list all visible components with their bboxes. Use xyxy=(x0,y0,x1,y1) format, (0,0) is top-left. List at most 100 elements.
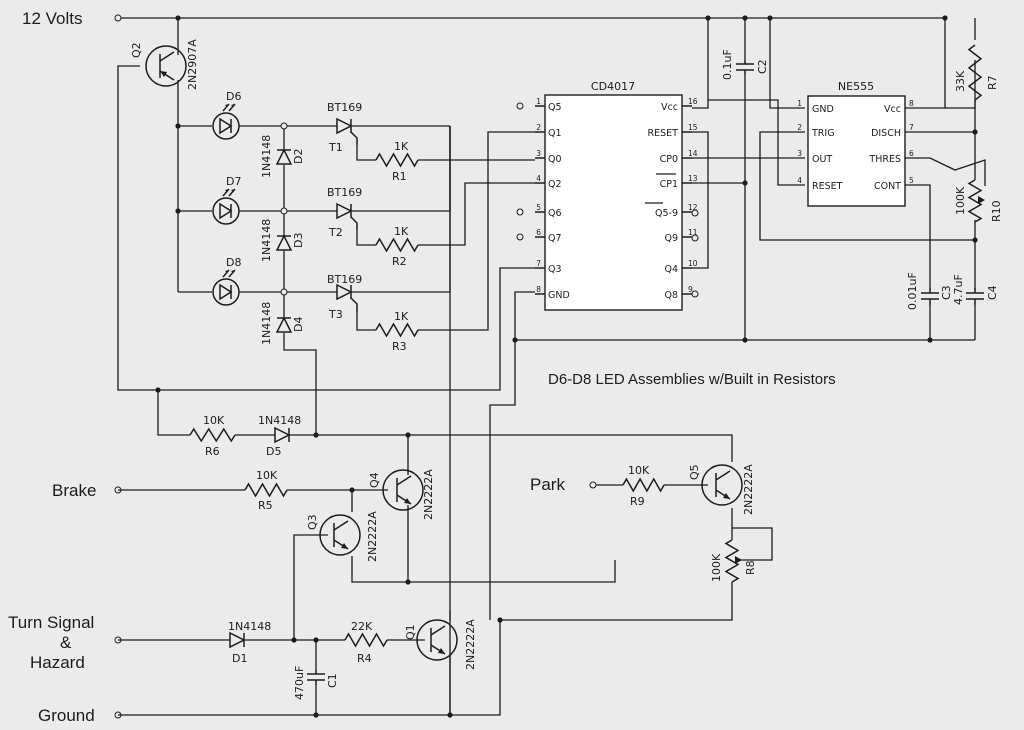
wire-q2-base-q3 xyxy=(117,65,535,391)
ic-ne555-name: NE555 xyxy=(838,80,874,93)
ne555-pin-number: 6 xyxy=(909,149,914,158)
val-t1: BT169 xyxy=(327,101,362,114)
val-q1: 2N2222A xyxy=(464,619,477,670)
ref-d5: D5 xyxy=(266,445,281,458)
wire-t1-gate xyxy=(356,145,376,161)
ref-q1: Q1 xyxy=(404,624,417,640)
scr-t2 xyxy=(336,202,358,230)
label-hazard: Hazard xyxy=(30,653,85,672)
wire-ground xyxy=(118,619,615,716)
val-r5: 10K xyxy=(256,469,278,482)
ref-c2: C2 xyxy=(756,59,769,74)
ref-r9: R9 xyxy=(630,495,645,508)
ne555-pin-name: DISCH xyxy=(871,128,901,139)
r10-wiper-arrow xyxy=(978,196,985,204)
wire-emitters-bus xyxy=(351,556,616,583)
label-and: & xyxy=(60,633,72,652)
junction-dot xyxy=(942,15,948,21)
terminal-node xyxy=(280,207,288,215)
val-t2: BT169 xyxy=(327,186,362,199)
cd4017-pin-number: 11 xyxy=(688,228,698,237)
val-c1: 470uF xyxy=(293,666,306,700)
resistor-r5 xyxy=(244,482,288,498)
val-r8: 100K xyxy=(710,553,723,582)
cd4017-pin-name: Q0 xyxy=(548,154,562,165)
labels: CD4017Q51Q12Q03Q24Q65Q76Q37GND8Vcc16RESE… xyxy=(8,9,1003,725)
terminal-unused xyxy=(516,102,524,110)
terminal-unused xyxy=(516,208,524,216)
ne555-pin-name: CONT xyxy=(874,181,901,192)
val-r1: 1K xyxy=(394,140,409,153)
cd4017-pin-name: Q2 xyxy=(548,179,562,190)
capacitor-c3 xyxy=(921,288,939,305)
diode-d5 xyxy=(274,426,291,444)
ne555-pin-number: 7 xyxy=(909,123,914,132)
resistor-r9 xyxy=(622,477,665,493)
wire-4017-reset-q4 xyxy=(692,131,709,269)
ref-r8: R8 xyxy=(744,560,757,575)
transistor-q2 xyxy=(145,45,187,87)
ref-d3: D3 xyxy=(292,233,305,248)
cd4017-pin-number: 14 xyxy=(688,149,698,158)
junction-dot xyxy=(972,237,978,243)
terminal-unused xyxy=(691,209,699,217)
cd4017-pin-number: 10 xyxy=(688,259,698,268)
val-c4: 4.7uF xyxy=(952,274,965,305)
cd4017-pin-number: 4 xyxy=(536,174,541,183)
cd4017-pin-name: Vcc xyxy=(661,102,678,113)
capacitor-c1 xyxy=(307,670,325,685)
ref-d6: D6 xyxy=(226,90,241,103)
terminal-unused xyxy=(516,233,524,241)
val-r2: 1K xyxy=(394,225,409,238)
wire-q3-base xyxy=(293,534,328,640)
cd4017-pin-number: 8 xyxy=(536,285,541,294)
ne555-pin-number: 2 xyxy=(797,123,802,132)
val-q2: 2N2907A xyxy=(186,39,199,90)
potentiometer-r8 xyxy=(724,539,740,583)
ref-c1: C1 xyxy=(326,673,339,688)
val-d2: 1N4148 xyxy=(260,135,273,178)
cd4017-pin-number: 12 xyxy=(688,203,698,212)
val-c2: 0.1uF xyxy=(721,49,734,80)
wire-r10-wiper xyxy=(905,157,986,186)
ref-c3: C3 xyxy=(940,285,953,300)
ne555-pin-name: TRIG xyxy=(811,128,835,139)
ref-d2: D2 xyxy=(292,149,305,164)
cd4017-pin-name: Q7 xyxy=(548,233,562,244)
val-r3: 1K xyxy=(394,310,409,323)
cd4017-pin-number: 9 xyxy=(688,285,693,294)
wires xyxy=(114,14,986,719)
resistor-r6 xyxy=(189,427,236,443)
r8-wiper-arrow xyxy=(735,556,742,564)
led-d7 xyxy=(212,188,240,225)
wire-q5-collector xyxy=(408,434,733,462)
ne555-pin-number: 3 xyxy=(797,149,802,158)
cd4017-pin-number: 5 xyxy=(536,203,541,212)
junction-dot xyxy=(291,637,297,643)
ne555-pin-name: GND xyxy=(812,104,834,115)
transistor-q5 xyxy=(701,464,743,506)
val-q4: 2N2222A xyxy=(422,469,435,520)
cd4017-pin-name: Q5 xyxy=(548,102,562,113)
scr-t3 xyxy=(336,283,358,312)
terminal-node xyxy=(280,288,288,296)
wire-555-reset xyxy=(708,99,805,186)
junction-dot xyxy=(972,129,978,135)
val-c3: 0.01uF xyxy=(906,272,919,310)
wire-r6-left xyxy=(157,390,190,436)
wire-t3-gate xyxy=(356,312,376,331)
label-park: Park xyxy=(530,475,565,494)
transistor-q4 xyxy=(382,469,424,511)
transistor-q1 xyxy=(416,619,458,661)
cd4017-pin-name: RESET xyxy=(648,128,679,139)
wire-r8-wiper xyxy=(731,508,773,561)
label-brake: Brake xyxy=(52,481,96,500)
resistor-r7 xyxy=(967,44,983,101)
integrated-circuits xyxy=(535,94,906,311)
cd4017-pin-number: 6 xyxy=(536,228,541,237)
wire-r8-bot xyxy=(615,582,733,621)
val-r7: 33K xyxy=(954,70,967,92)
ref-r7: R7 xyxy=(986,75,999,90)
ref-r6: R6 xyxy=(205,445,220,458)
